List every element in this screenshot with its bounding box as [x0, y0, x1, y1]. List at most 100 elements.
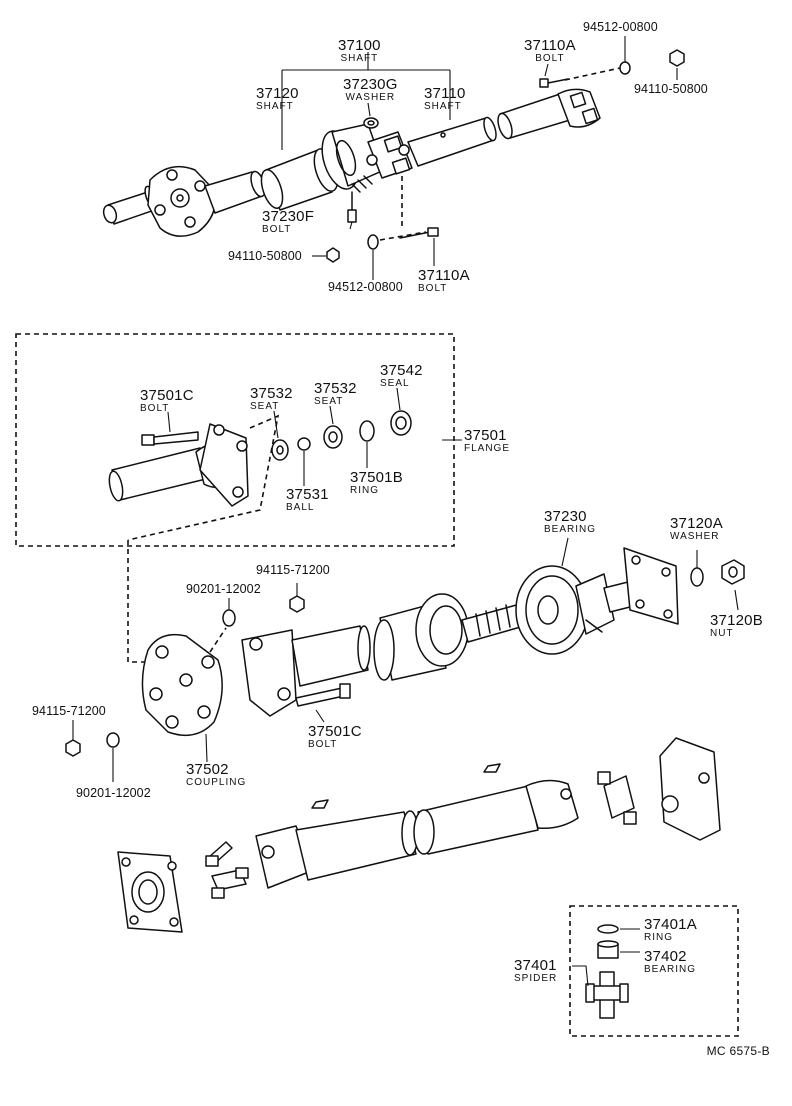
lower-left-flange	[117, 851, 183, 933]
lower-long-tube	[255, 810, 419, 889]
label-94512-top: 94512-00800	[583, 21, 658, 34]
middle-front-yoke	[241, 625, 371, 717]
part-number: 94115-71200	[32, 704, 106, 718]
part-name: BEARING	[644, 964, 697, 975]
part-name: FLANGE	[464, 443, 511, 454]
lower-right-spider	[597, 771, 637, 825]
part-name: BOLT	[535, 53, 565, 64]
label-37230f: 37230F BOLT	[262, 209, 314, 235]
front-shaft-tube	[204, 170, 266, 214]
flange-37501	[108, 423, 249, 507]
spider-37401	[585, 971, 629, 1019]
part-number: 90201-12002	[76, 786, 151, 800]
part-number: 37532	[314, 380, 357, 397]
label-37532-a: 37532 SEAT	[250, 386, 293, 412]
label-37120: 37120 SHAFT	[256, 86, 299, 112]
front-flex-coupling	[147, 165, 216, 237]
part-name: COUPLING	[186, 777, 247, 788]
lock-washer-94512-mid	[367, 234, 379, 250]
bolt-37501c-lower	[295, 683, 351, 707]
label-94110-mid: 94110-50800	[228, 250, 302, 263]
rear-shaft-tube	[497, 88, 601, 140]
part-name: SHAFT	[424, 101, 462, 112]
bolt-37230f	[347, 191, 357, 223]
part-number: 37110A	[418, 267, 470, 284]
part-name: WASHER	[345, 92, 396, 103]
part-number: 37100	[338, 37, 381, 54]
label-37532-b: 37532 SEAT	[314, 381, 357, 407]
middle-shaft-tube	[373, 593, 525, 681]
lower-left-spider	[205, 841, 249, 899]
part-number: 90201-12002	[186, 582, 261, 596]
nut-94110-top	[669, 49, 685, 67]
part-number: 37501	[464, 427, 507, 444]
part-name: SEAT	[250, 401, 280, 412]
part-number: 37230F	[262, 208, 315, 225]
nut-94115-a	[289, 595, 305, 613]
part-number: 37531	[286, 486, 329, 503]
part-number: 94110-50800	[228, 249, 302, 263]
part-name: SEAL	[380, 378, 410, 389]
label-94115-a: 94115-71200	[256, 564, 330, 577]
part-number: 94512-00800	[583, 20, 658, 34]
bolt-37110a-top	[539, 78, 569, 88]
part-number: 37120B	[710, 612, 763, 629]
ball-37531	[297, 437, 311, 451]
part-number: 37110A	[524, 37, 576, 54]
part-name: BOLT	[308, 739, 338, 750]
part-number: 37532	[250, 385, 293, 402]
center-bearing-37230	[515, 565, 615, 655]
part-number: 37230	[544, 508, 587, 525]
label-37401: 37401 SPIDER	[514, 958, 557, 984]
part-number: 37502	[186, 761, 229, 778]
part-number: 37501C	[140, 387, 194, 404]
top-propeller-shaft-assembly	[102, 36, 685, 280]
label-37542: 37542 SEAL	[380, 363, 423, 389]
part-name: RING	[350, 485, 379, 496]
label-90201-b: 90201-12002	[76, 787, 151, 800]
part-number: 37401A	[644, 916, 697, 933]
label-37230g: 37230G WASHER	[343, 77, 398, 103]
part-number: 37401	[514, 957, 557, 974]
lower-second-tube	[413, 779, 579, 855]
part-name: BALL	[286, 502, 315, 513]
part-number: 37542	[380, 362, 423, 379]
label-37501c-kit: 37501C BOLT	[140, 388, 194, 414]
washer-37120a	[690, 567, 704, 587]
label-37110: 37110 SHAFT	[424, 86, 466, 112]
flange-kit-group	[15, 333, 462, 547]
label-37230: 37230 BEARING	[544, 509, 596, 535]
part-number: 37230G	[343, 76, 398, 93]
label-94115-b: 94115-71200	[32, 705, 106, 718]
label-37501c-lower: 37501C BOLT	[308, 724, 362, 750]
coupling-37502	[141, 633, 223, 737]
part-name: RING	[644, 932, 673, 943]
label-37120a: 37120A WASHER	[670, 516, 723, 542]
label-90201-a: 90201-12002	[186, 583, 261, 596]
part-name: BOLT	[418, 283, 448, 294]
label-37501b: 37501B RING	[350, 470, 403, 496]
label-94512-mid: 94512-00800	[328, 281, 403, 294]
nut-94115-b	[65, 739, 81, 757]
lower-rear-shaft-assembly	[117, 737, 721, 933]
label-37502: 37502 COUPLING	[186, 762, 246, 788]
middle-shaft-assembly	[65, 537, 745, 782]
part-number: 94110-50800	[634, 82, 708, 96]
label-37401a: 37401A RING	[644, 917, 697, 943]
part-name: BOLT	[140, 403, 170, 414]
label-37100: 37100 SHAFT	[338, 38, 381, 64]
label-94110-top: 94110-50800	[634, 83, 708, 96]
label-37531: 37531 BALL	[286, 487, 329, 513]
spider-kit-group	[569, 905, 739, 1037]
center-bearing-housing	[321, 123, 385, 193]
part-number: 37110	[424, 85, 466, 102]
label-37501: 37501 FLANGE	[464, 428, 510, 454]
middle-universal-joint	[366, 131, 413, 179]
lower-right-flange	[659, 737, 721, 841]
bolt-37501c-kit	[141, 431, 199, 446]
label-37110a-mid: 37110A BOLT	[418, 268, 470, 294]
label-37110a-top: 37110A BOLT	[524, 38, 576, 64]
part-number: 37501C	[308, 723, 362, 740]
part-name: SHAFT	[256, 101, 294, 112]
shaft-37110-tube	[407, 116, 497, 167]
